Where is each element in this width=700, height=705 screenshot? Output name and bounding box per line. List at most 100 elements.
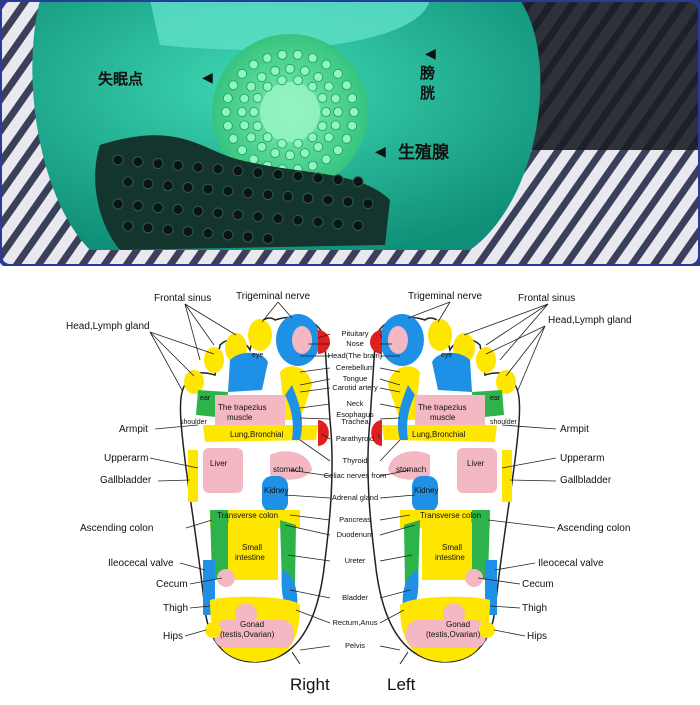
mat-nub <box>222 120 233 131</box>
cjk-label-bladder-1: 膀 <box>420 64 435 82</box>
panel-nub <box>182 181 194 193</box>
zone-label-stomach-left: stomach <box>396 465 426 474</box>
mat-nub <box>239 93 250 104</box>
mat-nub <box>307 160 318 171</box>
panel-nub <box>352 176 364 188</box>
product-photo-drawing: 失眠点 ◀ ◀ 膀 胱 ◀ 生殖腺 <box>0 0 700 266</box>
mat-nub <box>285 150 295 161</box>
label-pituitary: Pituitary <box>341 329 368 338</box>
panel-nub <box>332 174 344 186</box>
panel-nub <box>122 176 134 188</box>
pointer-icon <box>291 651 301 665</box>
mat-nub <box>277 49 288 60</box>
zone-label-kidney-left: Kidney <box>414 486 438 495</box>
panel-nub <box>272 168 284 180</box>
panel-nub <box>182 225 194 237</box>
leader-line <box>379 367 401 373</box>
zone-label-kidney-right: Kidney <box>264 486 288 495</box>
leader-line <box>149 331 215 355</box>
panel-nub <box>172 203 184 215</box>
mat-nub <box>237 107 247 117</box>
zone-label-small-left: Small <box>442 543 462 552</box>
label-duodenum: Duodenum <box>337 530 374 539</box>
label-pancreas: Pancreas <box>339 515 371 524</box>
panel-nub <box>332 218 344 230</box>
zone-label-trapezius-right-2: muscle <box>227 413 253 422</box>
leader-line <box>437 301 451 323</box>
mat-nub <box>333 107 343 117</box>
leader-line <box>261 301 279 323</box>
zone-label-shoulder-left: shoulder <box>490 419 518 426</box>
mat-nub <box>270 148 281 158</box>
mat-nub <box>246 132 257 143</box>
panel-nub <box>232 165 244 177</box>
left-labels: Frontal sinus Trigeminal nerve Head,Lymp… <box>66 291 311 642</box>
panel-nub <box>162 180 174 192</box>
panel-nub <box>112 198 124 210</box>
label-thyroid: Thyroid <box>342 456 367 465</box>
label-ascending-colon-right: Ascending colon <box>80 523 153 534</box>
leader-line <box>379 439 401 462</box>
mat-nub <box>349 107 359 117</box>
panel-nub <box>112 154 124 166</box>
leader-line <box>379 554 413 562</box>
panel-nub <box>322 194 334 206</box>
mat-nub <box>321 59 332 70</box>
label-gallbladder-right: Gallbladder <box>100 475 152 486</box>
panel-nub <box>302 192 314 204</box>
mat-nub <box>317 93 328 103</box>
label-cerebellum: Cerebellum <box>336 363 374 372</box>
label-thigh-left: Thigh <box>522 603 547 614</box>
zone-label-ear-right: ear <box>200 395 211 402</box>
leader-line <box>295 609 331 624</box>
leader-line <box>299 367 331 373</box>
mat-nub <box>341 80 352 91</box>
panel-nub <box>362 198 374 210</box>
mat-nub <box>299 66 310 76</box>
panel-nub <box>142 222 154 234</box>
leader-line <box>379 645 401 651</box>
label-upperarm-left: Upperarm <box>560 453 604 464</box>
mat-nub <box>249 107 259 117</box>
mat-nub <box>277 138 287 149</box>
leader-line <box>189 605 211 609</box>
label-hips-right: Hips <box>163 631 183 642</box>
leader-line <box>157 479 191 482</box>
panel-nubs <box>112 154 374 245</box>
mat-nub <box>222 93 233 104</box>
panel-nub <box>312 216 324 228</box>
mat-nub <box>307 81 318 92</box>
leader-line <box>299 403 331 409</box>
leader-line <box>149 331 183 391</box>
leader-line <box>277 301 293 319</box>
mat-nub <box>341 133 352 144</box>
label-trigeminal-left: Trigeminal nerve <box>408 291 483 302</box>
leader-line <box>184 303 201 361</box>
panel-nub <box>192 205 204 217</box>
panel-nub <box>192 161 204 173</box>
label-ascending-colon-left: Ascending colon <box>557 523 630 534</box>
leader-line <box>494 562 536 571</box>
mat-nub <box>228 133 239 144</box>
leader-line <box>299 387 331 393</box>
label-hips-left: Hips <box>527 631 547 642</box>
panel-nub <box>262 233 274 245</box>
panel-nub <box>242 231 254 243</box>
panel-nub <box>162 224 174 236</box>
caption-left-foot: Left <box>387 675 416 694</box>
leader-line <box>379 417 401 420</box>
mat-nub <box>237 68 247 79</box>
label-head-lymph-left: Head,Lymph gland <box>548 315 632 326</box>
leader-line <box>289 589 331 599</box>
leader-line <box>509 479 557 482</box>
leader-line <box>289 469 331 477</box>
pituitary-zone <box>318 330 330 354</box>
label-rectum: Rectum,Anus <box>332 618 377 627</box>
label-esophagus: Esophagus <box>336 410 374 419</box>
panel-nub <box>272 212 284 224</box>
label-thigh-right: Thigh <box>163 603 188 614</box>
leader-line <box>379 494 416 499</box>
leader-line <box>184 303 215 346</box>
mat-nub <box>347 120 358 131</box>
mat-nub <box>228 80 239 91</box>
